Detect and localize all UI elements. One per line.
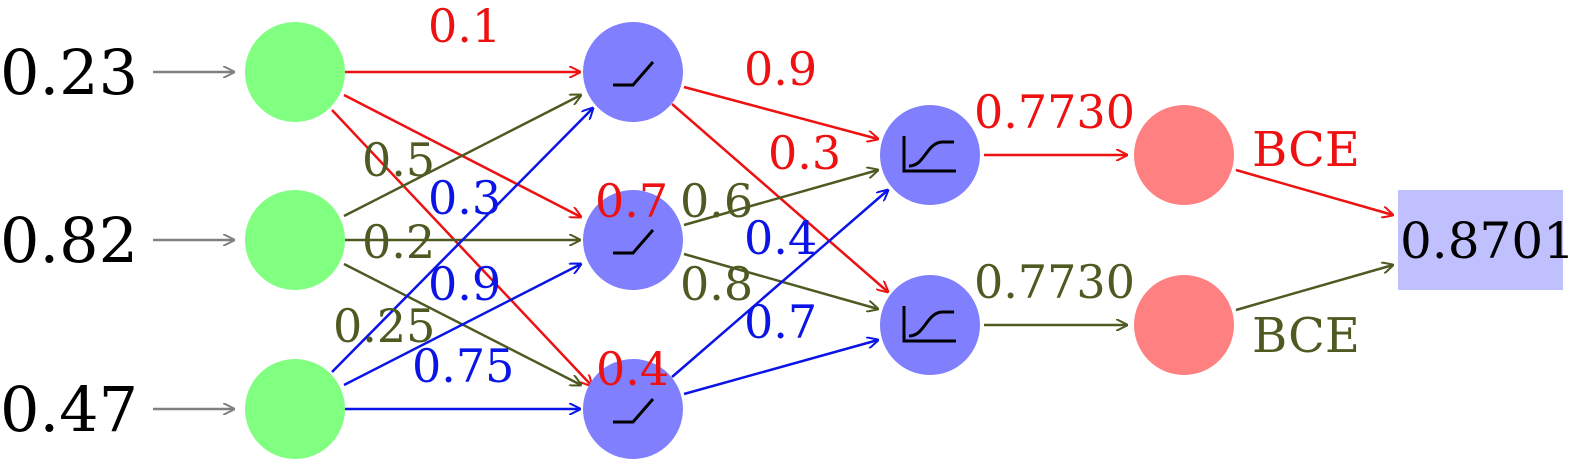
relu-icon bbox=[613, 398, 655, 424]
weight-label-olive-1: 0.5 bbox=[362, 133, 435, 187]
edge-loss1-output bbox=[1235, 168, 1393, 215]
weight-label-red-2: 0.7 bbox=[595, 174, 668, 228]
edge-h3-s1 bbox=[671, 190, 888, 378]
weight-label-hidden-blue-1: 0.4 bbox=[744, 211, 817, 265]
weight-label-red-1: 0.1 bbox=[428, 0, 501, 53]
input-value-3: 0.47 bbox=[0, 373, 138, 446]
input-value-1: 0.23 bbox=[0, 36, 138, 109]
weight-label-hidden-blue-2: 0.7 bbox=[744, 295, 817, 349]
sigmoid-output-2: 0.7730 bbox=[974, 255, 1135, 309]
relu-icon bbox=[613, 61, 655, 87]
weight-label-olive-3: 0.25 bbox=[333, 299, 435, 353]
sigmoid-icon bbox=[902, 136, 956, 173]
weight-label-olive-2: 0.2 bbox=[362, 215, 435, 269]
weight-label-red-3: 0.4 bbox=[596, 342, 669, 396]
weight-label-blue-2: 0.9 bbox=[428, 257, 501, 311]
weight-label-hidden-red-1: 0.9 bbox=[744, 42, 817, 96]
loss-label-2: BCE bbox=[1252, 308, 1360, 364]
edge-h3-s2 bbox=[683, 340, 878, 396]
edge-loss2-output bbox=[1235, 265, 1393, 312]
edge-i2-h1 bbox=[343, 95, 581, 218]
relu-icon bbox=[613, 229, 655, 255]
weight-label-hidden-olive-1: 0.6 bbox=[680, 174, 753, 228]
sigmoid-node-1 bbox=[880, 105, 980, 205]
sigmoid-node-2 bbox=[880, 275, 980, 375]
hidden-node-1 bbox=[583, 22, 683, 122]
sigmoid-icon bbox=[902, 306, 956, 343]
weight-label-blue-3: 0.75 bbox=[412, 339, 514, 393]
weight-label-hidden-olive-2: 0.8 bbox=[680, 257, 753, 311]
edge-i3-h1 bbox=[331, 108, 593, 373]
loss-label-1: BCE bbox=[1252, 122, 1360, 178]
edge-i1-h3 bbox=[331, 109, 592, 386]
input-node-1 bbox=[245, 22, 345, 122]
final-output-value: 0.8701 bbox=[1400, 212, 1572, 270]
edge-h1-s1 bbox=[683, 85, 878, 139]
edge-h2-s1 bbox=[683, 170, 878, 227]
input-node-2 bbox=[245, 190, 345, 290]
hidden-node-2 bbox=[583, 190, 683, 290]
weight-label-blue-1: 0.3 bbox=[428, 171, 501, 225]
input-node-3 bbox=[245, 359, 345, 459]
sigmoid-output-1: 0.7730 bbox=[974, 85, 1135, 139]
input-value-2: 0.82 bbox=[0, 204, 138, 277]
loss-node-1 bbox=[1134, 105, 1234, 205]
loss-node-2 bbox=[1134, 275, 1234, 375]
output-box bbox=[1398, 190, 1563, 290]
edge-i3-h2 bbox=[343, 264, 581, 387]
weight-label-hidden-red-2: 0.3 bbox=[768, 126, 841, 180]
hidden-node-3 bbox=[583, 359, 683, 459]
